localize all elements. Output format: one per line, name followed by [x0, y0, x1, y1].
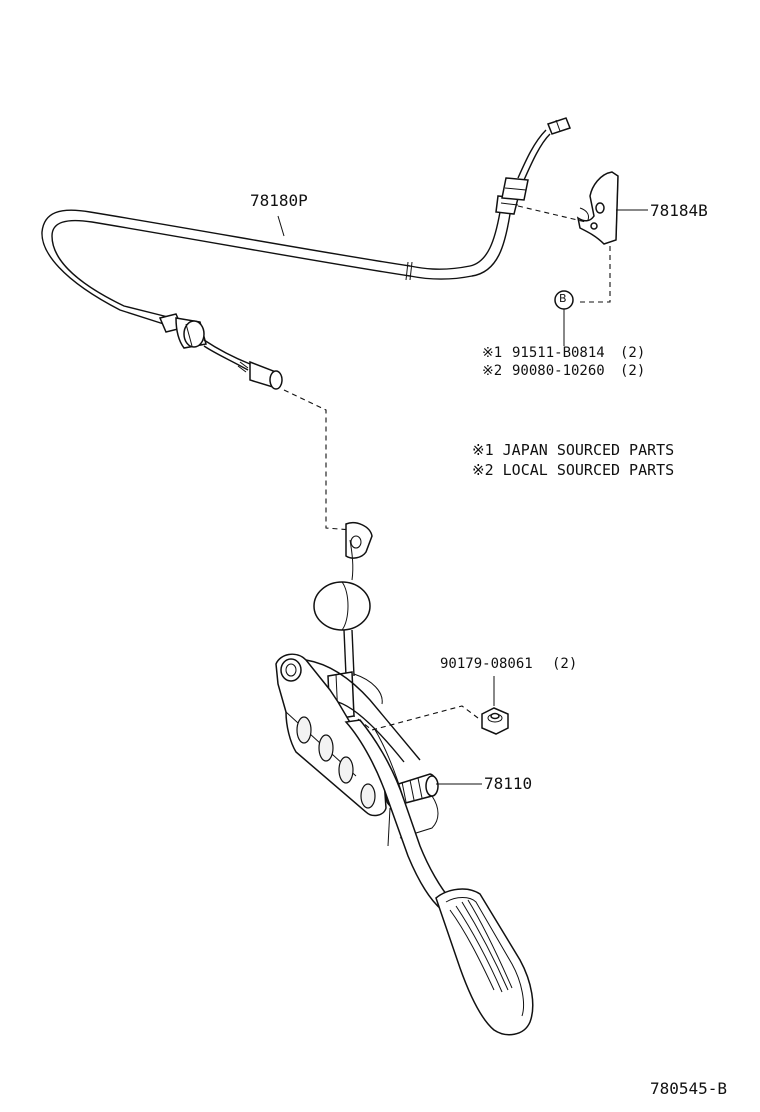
note1-quantity: (2) [620, 345, 646, 361]
callout-b-letter: B [559, 292, 567, 305]
drawing-number: 780545-B [650, 1079, 728, 1098]
note2-quantity: (2) [620, 363, 646, 379]
note2-mark: ※2 [482, 363, 503, 379]
label-nut-part[interactable]: 90179-08061 [440, 656, 533, 672]
legend-local-sourced: ※2 LOCAL SOURCED PARTS [472, 461, 675, 479]
note1-part-number[interactable]: 91511-B0814 [512, 345, 605, 361]
label-pedal-part[interactable]: 78110 [484, 774, 533, 793]
label-bracket-part[interactable]: 78184B [650, 201, 708, 220]
legend-japan-sourced: ※1 JAPAN SOURCED PARTS [472, 441, 675, 459]
nut-icon[interactable] [481, 707, 509, 735]
label-nut-quantity: (2) [552, 656, 578, 672]
throttle-cable-icon[interactable] [41, 117, 571, 390]
cable-bracket-icon[interactable] [576, 171, 619, 245]
accelerator-pedal-icon[interactable] [275, 522, 534, 1036]
note1-mark: ※1 [482, 345, 503, 361]
note2-part-number[interactable]: 90080-10260 [512, 363, 605, 379]
label-cable-part[interactable]: 78180P [250, 191, 308, 210]
